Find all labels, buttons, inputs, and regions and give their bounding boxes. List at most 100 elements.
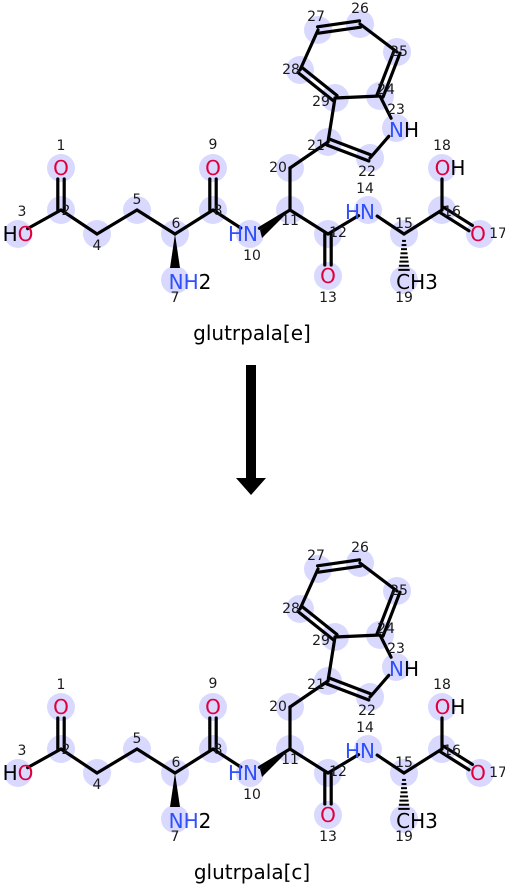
- atom-number-26-product: 26: [351, 540, 369, 556]
- atom-number-21-product: 21: [307, 677, 325, 693]
- atom-label-o13-product: O: [320, 803, 336, 827]
- atom-number-19-product: 19: [395, 829, 413, 845]
- atom-number-16-product: 16: [443, 743, 461, 759]
- bond-15-16-reactant: [402, 208, 444, 236]
- atom-label-o3-product: HO: [3, 761, 34, 785]
- atom-highlight-17-reactant: [466, 220, 494, 248]
- wedge-bond-6-7-product: [170, 773, 180, 807]
- bond-24-29-product: [333, 633, 382, 639]
- hash-bond-15-19-reactant: [398, 239, 410, 271]
- bond-6-8-product: [173, 747, 215, 775]
- bond-25-26-reactant: [358, 22, 399, 54]
- bond-4-5-product: [95, 747, 139, 775]
- atom-number-19-reactant: 19: [395, 290, 413, 306]
- bond-2-4-product: [59, 747, 99, 775]
- bond-29-21-reactant: [326, 96, 337, 144]
- atom-highlight-13-product: [314, 801, 342, 829]
- bond-22-23-reactant: [368, 134, 391, 160]
- atom-label-n10-reactant: HN: [228, 222, 258, 246]
- bond-14-15-reactant: [375, 214, 406, 236]
- atom-number-6-product: 6: [172, 755, 181, 771]
- atom-number-15-reactant: 15: [395, 216, 413, 232]
- atom-number-4-reactant: 4: [93, 238, 102, 254]
- atom-highlight-3-reactant: [4, 220, 32, 248]
- bond-26-27-product: [315, 558, 362, 568]
- atom-number-28-product: 28: [282, 601, 300, 617]
- atom-label-o17-reactant: O: [470, 222, 486, 246]
- atom-highlight-10-reactant: [236, 220, 264, 248]
- atom-highlight-14-product: [354, 735, 382, 763]
- atom-number-25-reactant: 25: [390, 44, 408, 60]
- bond-11-12-product: [288, 747, 330, 775]
- atom-number-29-reactant: 29: [312, 94, 330, 110]
- atom-number-20-reactant: 20: [269, 160, 287, 176]
- atom-label-o17-product: O: [470, 761, 486, 785]
- bond-26-27-b-reactant: [316, 25, 363, 35]
- bond-14-15-product: [375, 753, 406, 775]
- atom-label-c19-product: CH3: [396, 809, 438, 833]
- atom-highlight-1-reactant: [47, 154, 75, 182]
- arrow-down-icon: [236, 365, 266, 495]
- atom-label-o13-reactant: O: [320, 264, 336, 288]
- atom-number-7-product: 7: [171, 829, 180, 845]
- bond-16-17-b-product: [442, 744, 475, 767]
- atom-label-o9-reactant: O: [205, 156, 221, 180]
- atom-label-n7-product: NH2: [169, 809, 212, 833]
- bond-5-6-product: [135, 747, 177, 775]
- atom-highlight-18-reactant: [428, 154, 456, 182]
- atom-highlight-13-reactant: [314, 262, 342, 290]
- bond-20-21-product: [288, 679, 330, 709]
- atom-number-17-product: 17: [489, 765, 505, 781]
- atom-number-27-reactant: 27: [307, 9, 325, 25]
- atom-number-13-reactant: 13: [319, 290, 337, 306]
- atom-highlight-7-reactant: [161, 266, 189, 294]
- bond-28-29-product: [296, 609, 335, 642]
- atom-number-17-reactant: 17: [489, 226, 505, 242]
- bond-24-25-reactant: [381, 51, 402, 99]
- atom-number-24-product: 24: [377, 621, 395, 637]
- atom-highlight-1-product: [47, 693, 75, 721]
- atom-number-6-reactant: 6: [172, 216, 181, 232]
- bond-28-29-reactant: [296, 70, 335, 103]
- bond-29-21-product: [326, 635, 337, 683]
- atom-number-22-reactant: 22: [358, 164, 376, 180]
- atom-number-1-reactant: 1: [57, 138, 66, 154]
- bond-15-16-product: [402, 747, 444, 775]
- bond-23-24-reactant: [378, 94, 393, 120]
- bond-21-22-product: [325, 682, 371, 702]
- atom-number-11-product: 11: [281, 752, 299, 768]
- atom-highlight-9-reactant: [199, 154, 227, 182]
- atom-number-3-product: 3: [18, 743, 27, 759]
- bond-24-25-b-product: [375, 588, 396, 636]
- bond-4-5-reactant: [95, 208, 139, 236]
- bond-27-28-product: [298, 567, 320, 611]
- atom-number-7-reactant: 7: [171, 290, 180, 306]
- bond-24-25-product: [381, 590, 402, 638]
- bond-2-3-reactant: [26, 208, 63, 231]
- atom-number-1-product: 1: [57, 677, 66, 693]
- atom-number-13-product: 13: [319, 829, 337, 845]
- atom-label-n10-product: HN: [228, 761, 258, 785]
- atom-number-12-product: 12: [329, 764, 347, 780]
- product-molecule: 1234567891011121314151617181920212223242…: [3, 540, 505, 845]
- atom-highlight-7-product: [161, 805, 189, 833]
- bond-5-6-reactant: [135, 208, 177, 236]
- bond-20-21-reactant: [288, 140, 330, 170]
- atom-number-5-reactant: 5: [133, 192, 142, 208]
- atom-highlight-19-product: [390, 805, 418, 833]
- bond-10-11-product: [257, 747, 292, 769]
- atom-number-2-product: 2: [62, 742, 71, 758]
- atom-number-22-product: 22: [358, 703, 376, 719]
- bond-2-4-reactant: [59, 208, 99, 236]
- atom-highlight-14-reactant: [354, 196, 382, 224]
- product-name: glutrpala[c]: [194, 860, 310, 884]
- bond-21-22-b-product: [327, 676, 373, 696]
- atom-number-8-product: 8: [214, 742, 223, 758]
- reactant-name: glutrpala[e]: [193, 321, 311, 345]
- atom-label-n23-product: NH: [389, 657, 419, 681]
- atom-label-o1-reactant: O: [53, 156, 69, 180]
- atom-number-9-reactant: 9: [209, 137, 218, 153]
- atom-number-23-product: 23: [387, 641, 405, 657]
- atom-number-9-product: 9: [209, 676, 218, 692]
- atom-number-2-reactant: 2: [62, 203, 71, 219]
